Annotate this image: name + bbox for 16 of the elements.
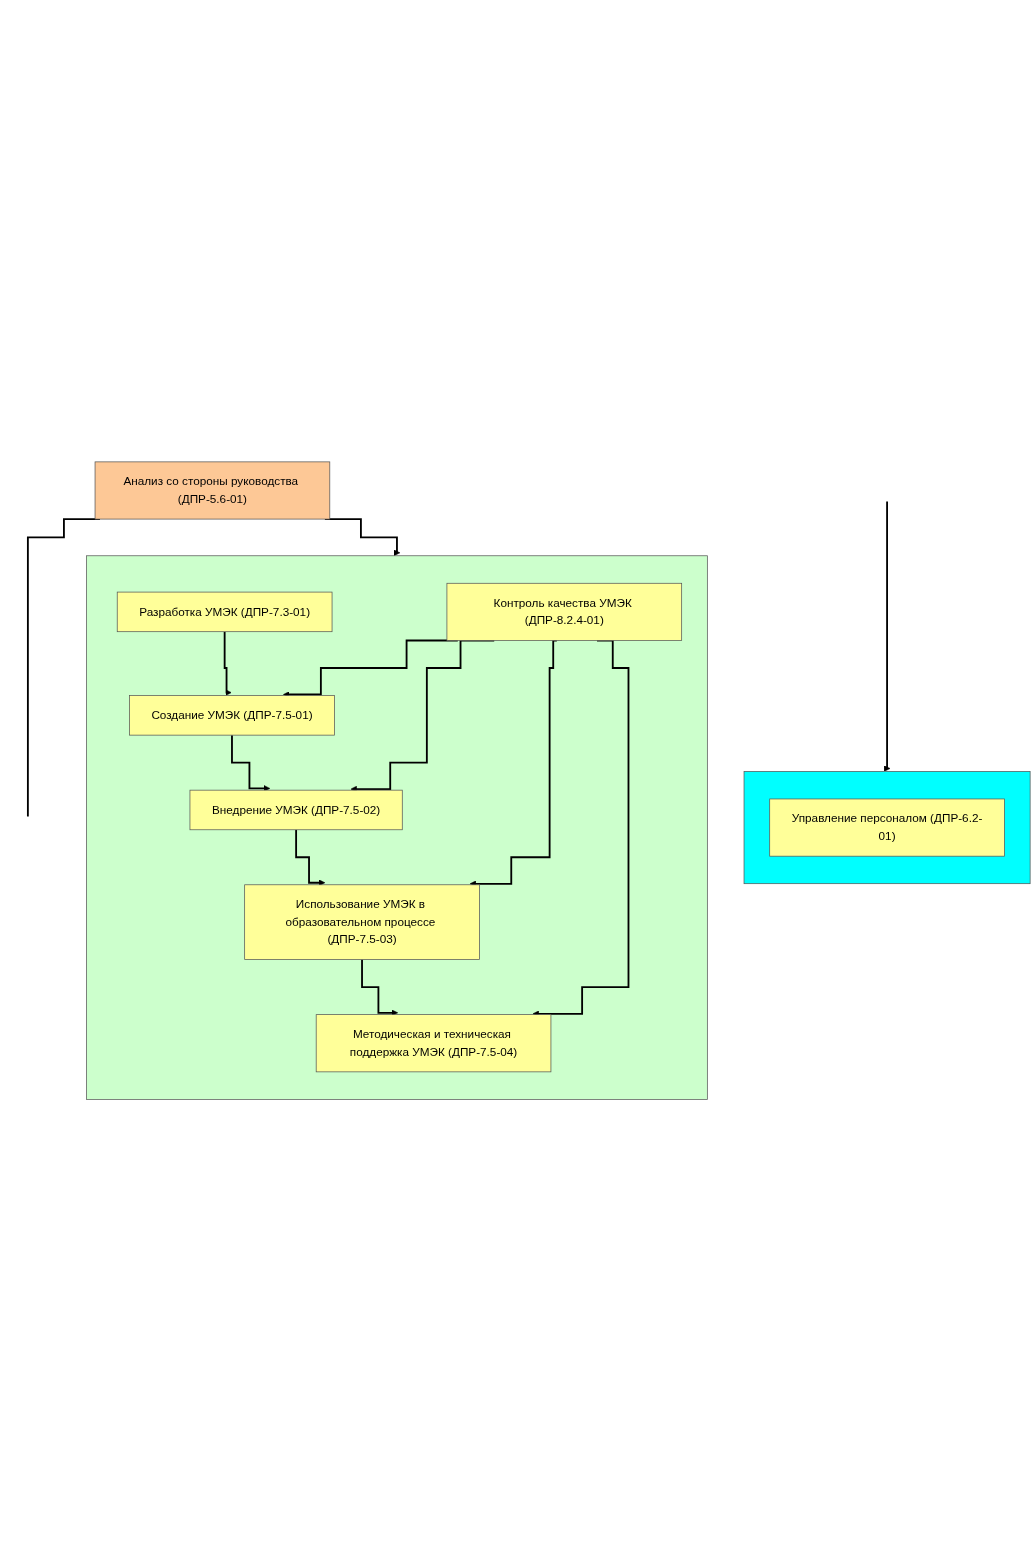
arrow: [231, 734, 271, 792]
cluster: [743, 771, 1031, 885]
arrow: [883, 500, 891, 773]
node-box: Создание УМЭК (ДПР-7.5-01): [129, 695, 335, 736]
node-box: Контроль качества УМЭК (ДПР-8.2.4-01): [446, 583, 683, 642]
node-box: Внедрение УМЭК (ДПР-7.5-02): [189, 790, 403, 831]
cluster: [86, 555, 708, 1101]
node-box: Анализ со стороны руководства (ДПР-5.6-01): [94, 461, 331, 520]
arrow: [361, 959, 398, 1017]
node-box: Управление персоналом (ДПР-6.2-01): [769, 798, 1005, 857]
node-box: Использование УМЭК в образовательном процессе (ДПР-7.5-03): [244, 884, 480, 961]
arrow: [532, 639, 630, 1018]
node-box: Разработка УМЭК (ДПР-7.3-01): [116, 592, 333, 633]
arrow: [223, 631, 232, 697]
arrow: [295, 829, 326, 887]
node-box: Методическая и техническая поддержка УМЭК (ДПР-7.5-04): [315, 1014, 552, 1073]
